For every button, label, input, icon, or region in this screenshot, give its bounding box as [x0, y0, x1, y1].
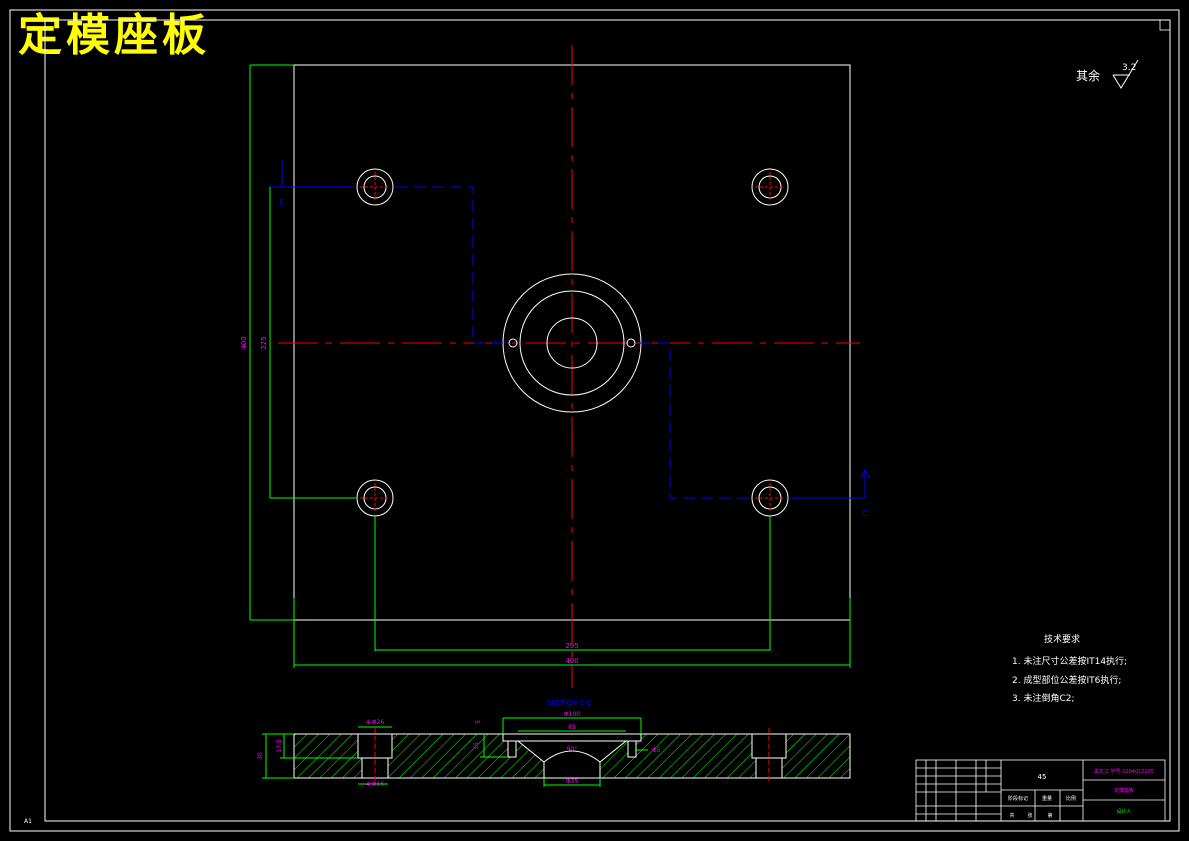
dim-hole-spacing-x: 295 [565, 642, 578, 650]
section-view [293, 728, 851, 784]
tech-req-item-3: 3. 未注倒角C2; [1012, 692, 1075, 704]
sheet-size-label: A1 [24, 818, 32, 825]
roughness-symbol-icon [1112, 59, 1139, 89]
dim-side-depth: 15 [473, 742, 480, 750]
counterbore-hole-br [751, 479, 789, 517]
title-block-page: 第 [1047, 812, 1052, 819]
counterbore-hole-tr [751, 168, 789, 206]
section-dimensions [262, 717, 648, 787]
counterbore-hole-tl [356, 168, 394, 206]
title-block-drawing-name: 定模座板 [1114, 787, 1134, 794]
section-title: SECTION C-C [546, 699, 591, 707]
title-block-stage: 阶段标记 [1008, 795, 1028, 802]
section-path-b [396, 186, 503, 344]
drawing-title: 定模座板 [18, 10, 210, 61]
tech-req-heading: 技术要求 [1044, 633, 1080, 645]
dim-counterbore-depth: 17.5 [276, 739, 283, 753]
corner-mark [1159, 19, 1171, 31]
title-block-designer: 设计人 [1116, 808, 1131, 815]
section-arrow-icon [860, 468, 870, 479]
title-block-school: 黑龙江 学号:1004010105 [1094, 768, 1154, 775]
sheet-border-inner [44, 19, 1171, 822]
title-block [915, 759, 1166, 822]
title-block-weight: 重量 [1042, 795, 1052, 802]
dim-plate-thickness: 30 [257, 752, 264, 760]
dim-recess-dia: Φ100 [564, 711, 580, 718]
counterbore-hole-bl [356, 479, 394, 517]
dim-pin-hole: Φ5 [652, 747, 661, 754]
tech-req-item-2: 2. 成型部位公差按IT6执行; [1012, 674, 1121, 686]
dim-counterbore-dia: 4-Φ26 [366, 719, 385, 726]
tech-req-item-1: 1. 未注尺寸公差按IT14执行; [1012, 655, 1127, 667]
section-marker-right: C [862, 509, 868, 518]
section-path-c [640, 342, 749, 499]
dim-recess-depth: 5 [475, 720, 482, 724]
dim-through-dia: 4-Φ16 [366, 781, 385, 788]
sheet-border-outer [9, 9, 1180, 832]
plan-dimensions [249, 64, 851, 668]
section-marker-left: C [279, 198, 285, 207]
dim-overall-width: 400 [565, 657, 578, 665]
dim-bottom-dia: Φ35 [566, 778, 579, 785]
title-block-scale: 比例 [1066, 795, 1076, 802]
roughness-value: 3.2 [1122, 63, 1136, 73]
dim-ring-dia: 85 [568, 724, 576, 731]
roughness-label: 其余 [1076, 68, 1100, 83]
dim-sprue-angle: 90° [567, 746, 578, 753]
title-block-sheet-of: 张 [1027, 812, 1032, 819]
title-block-sheet: 共 [1009, 812, 1014, 819]
dim-overall-height: 400 [240, 336, 248, 349]
dim-hole-spacing-y: 225 [260, 336, 268, 349]
section-path-d [790, 472, 866, 499]
title-block-material: 45 [1038, 773, 1047, 781]
